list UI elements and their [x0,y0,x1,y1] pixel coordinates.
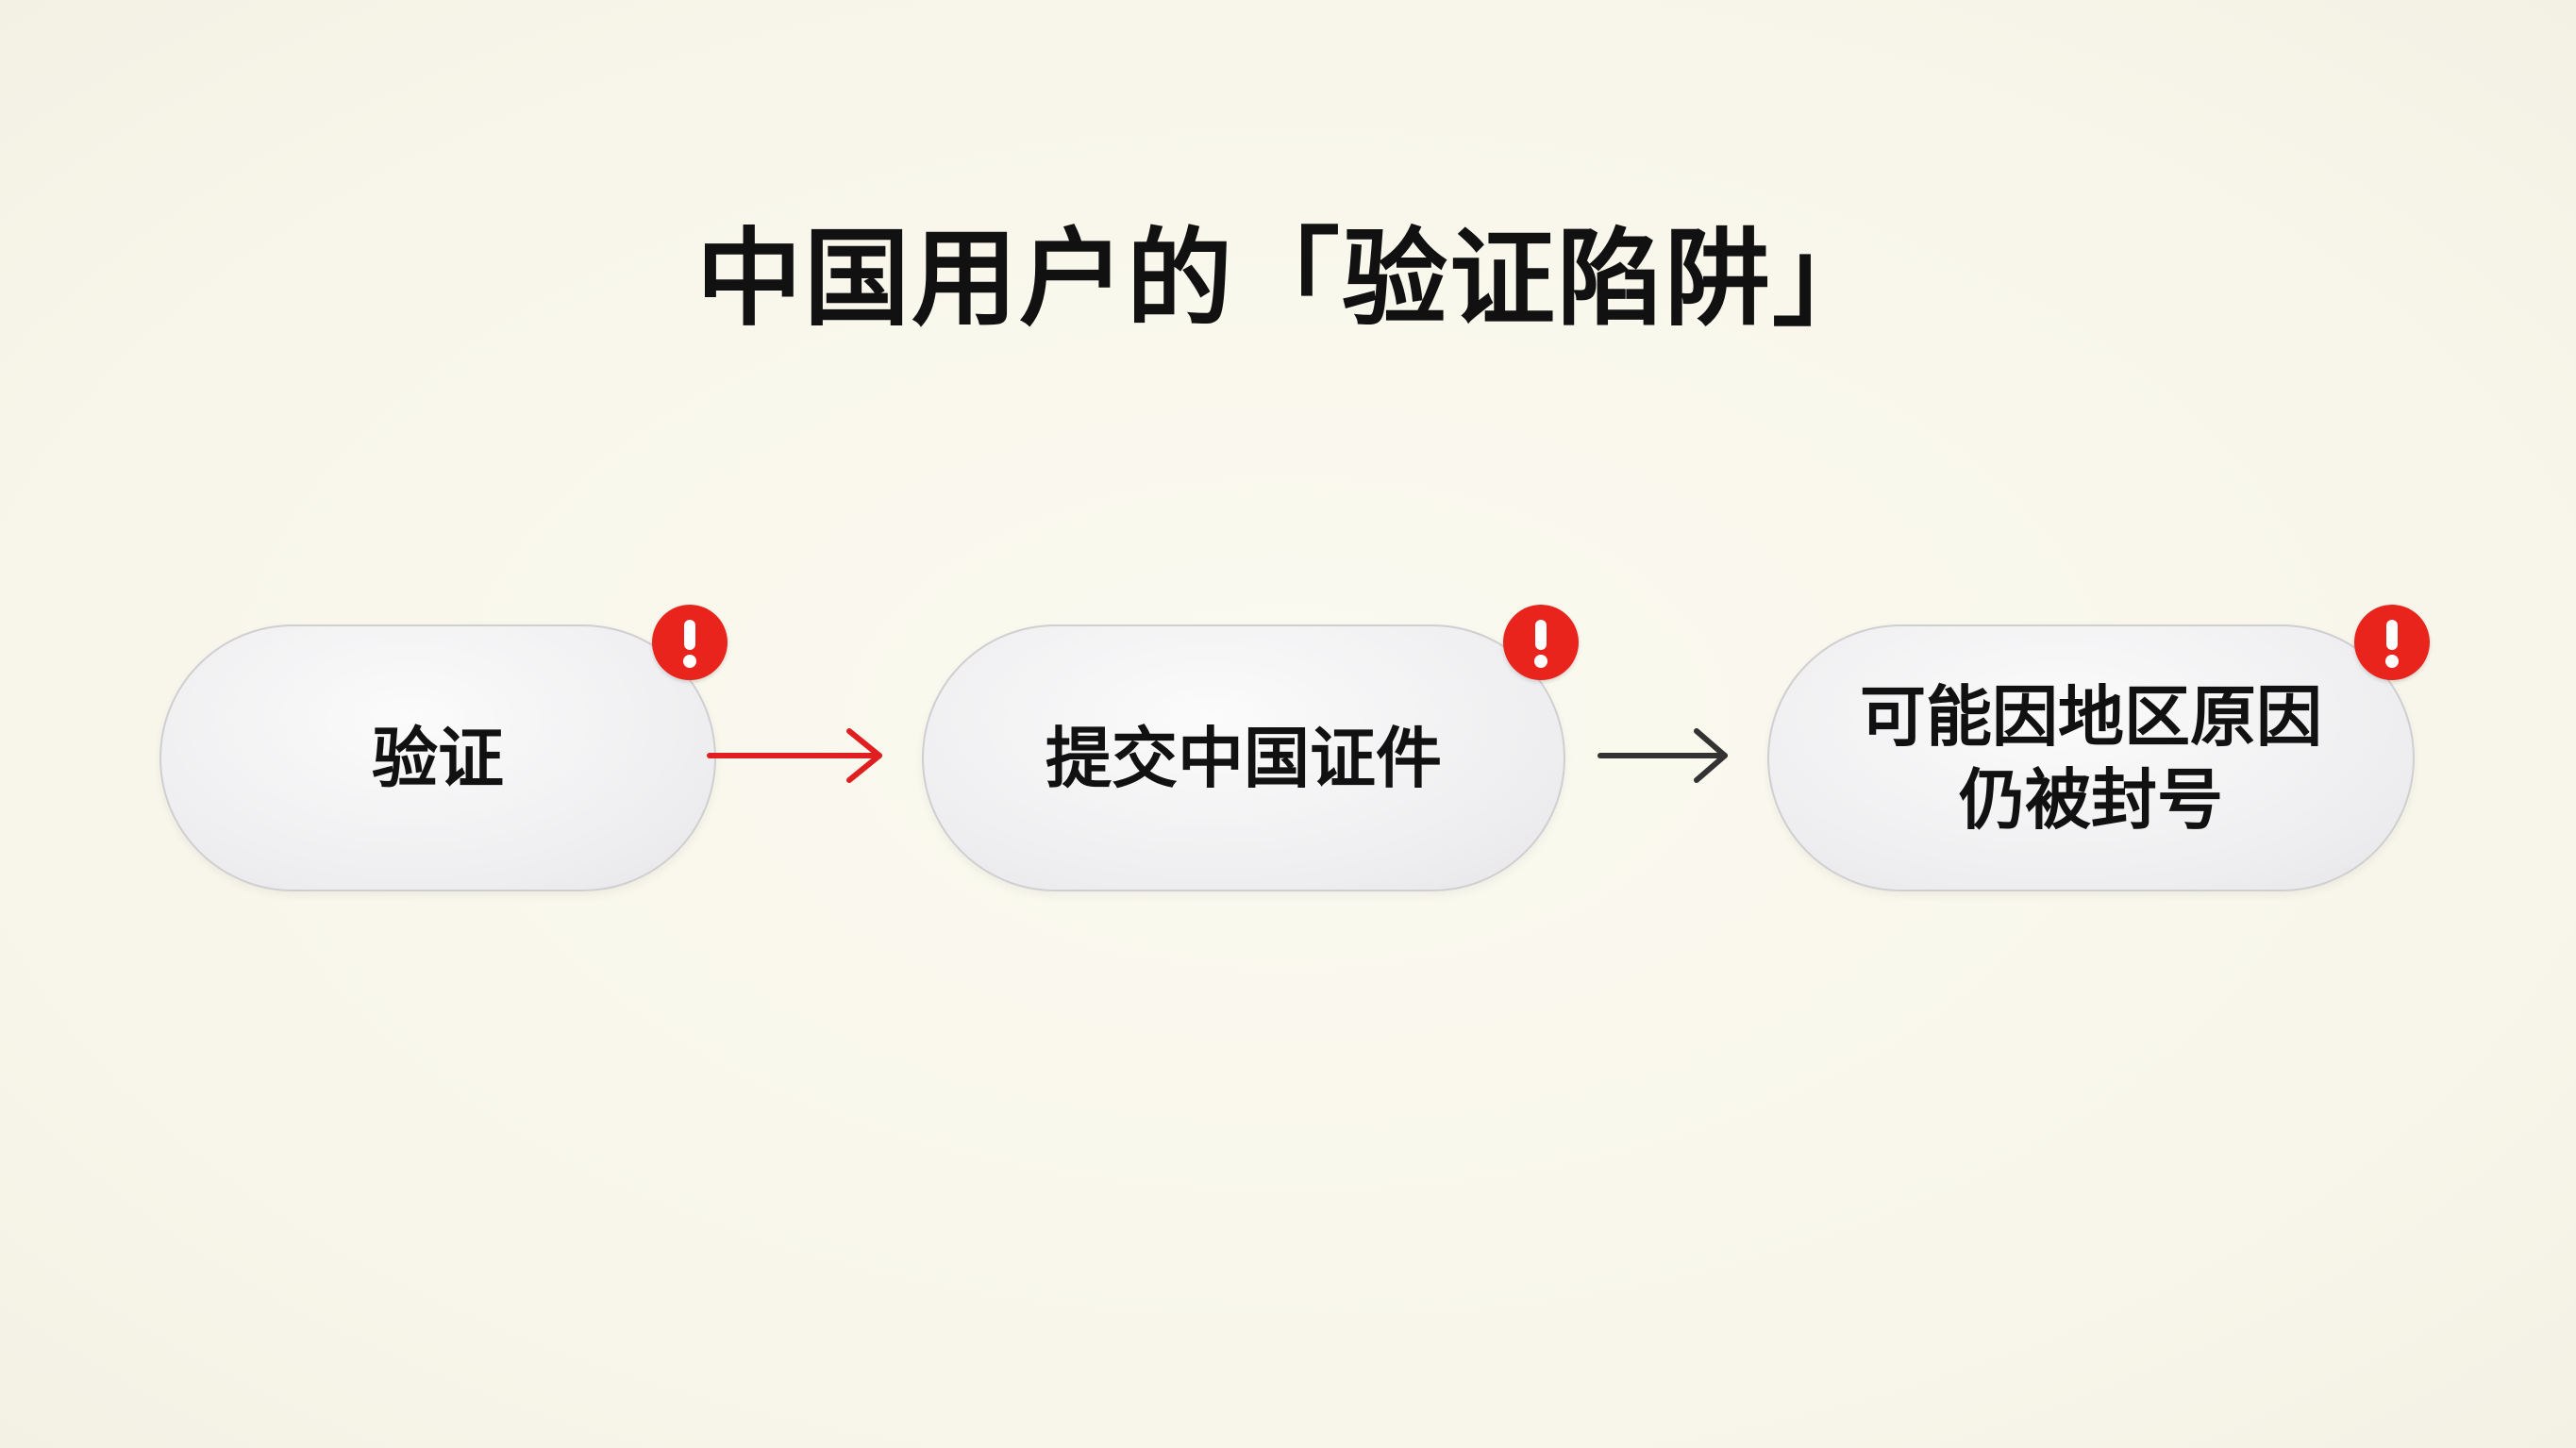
arrow-right-icon [707,728,882,783]
step-banned: 可能因地区原因 仍被封号 [1767,624,2415,891]
arrow-right-icon [1597,728,1728,783]
warning-icon [1503,605,1579,680]
step-label: 可能因地区原因 仍被封号 [1860,677,2322,839]
step-label: 提交中国证件 [1045,719,1442,797]
warning-icon [2354,605,2430,680]
step-label: 验证 [372,719,504,797]
diagram-title: 中国用户的「验证陷阱」 [696,218,1880,341]
step-verify: 验证 [159,624,716,891]
warning-icon [652,605,728,680]
step-submit-id: 提交中国证件 [922,624,1565,891]
